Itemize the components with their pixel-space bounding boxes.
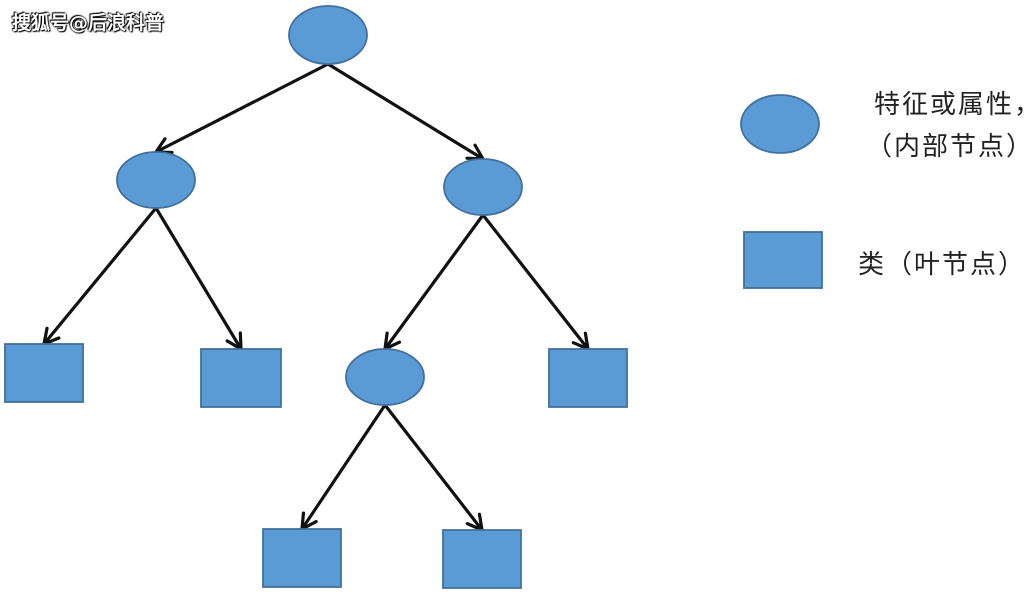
leaf-node-right-left-right (442, 529, 522, 589)
edge-left-to-left-left (42, 206, 158, 346)
leaf-node-right-right (548, 348, 628, 408)
internal-node-right-left (345, 348, 425, 406)
edge-root-to-left (155, 62, 329, 154)
tree-nodes (4, 5, 628, 589)
legend-internal-label-line2: （内部节点） (866, 132, 1032, 162)
legend-leaf-node-shape (743, 231, 823, 289)
edge-left-to-left-right (154, 207, 243, 350)
legend-leaf-label: 类（叶节点） (858, 250, 1027, 280)
tree-edges (42, 62, 590, 532)
leaf-node-left-right (200, 348, 282, 408)
leaf-node-right-left-left (262, 528, 342, 588)
edge-right-left-to-right-left-left (300, 404, 387, 530)
internal-node-left (116, 151, 196, 209)
watermark-text: 搜狐号@后浪科普 (12, 12, 165, 34)
edge-right-left-to-right-left-right (383, 404, 484, 531)
internal-node-right (443, 158, 523, 216)
edge-right-to-right-right (481, 214, 590, 350)
legend-internal-label-line1: 特征或属性， (874, 90, 1032, 120)
legend-shapes (740, 94, 823, 289)
edge-root-to-right (327, 62, 484, 161)
internal-node-root (288, 5, 368, 65)
legend-internal-node-shape (740, 94, 820, 154)
leaf-node-left-left (4, 343, 84, 403)
edge-right-to-right-left (383, 214, 485, 350)
